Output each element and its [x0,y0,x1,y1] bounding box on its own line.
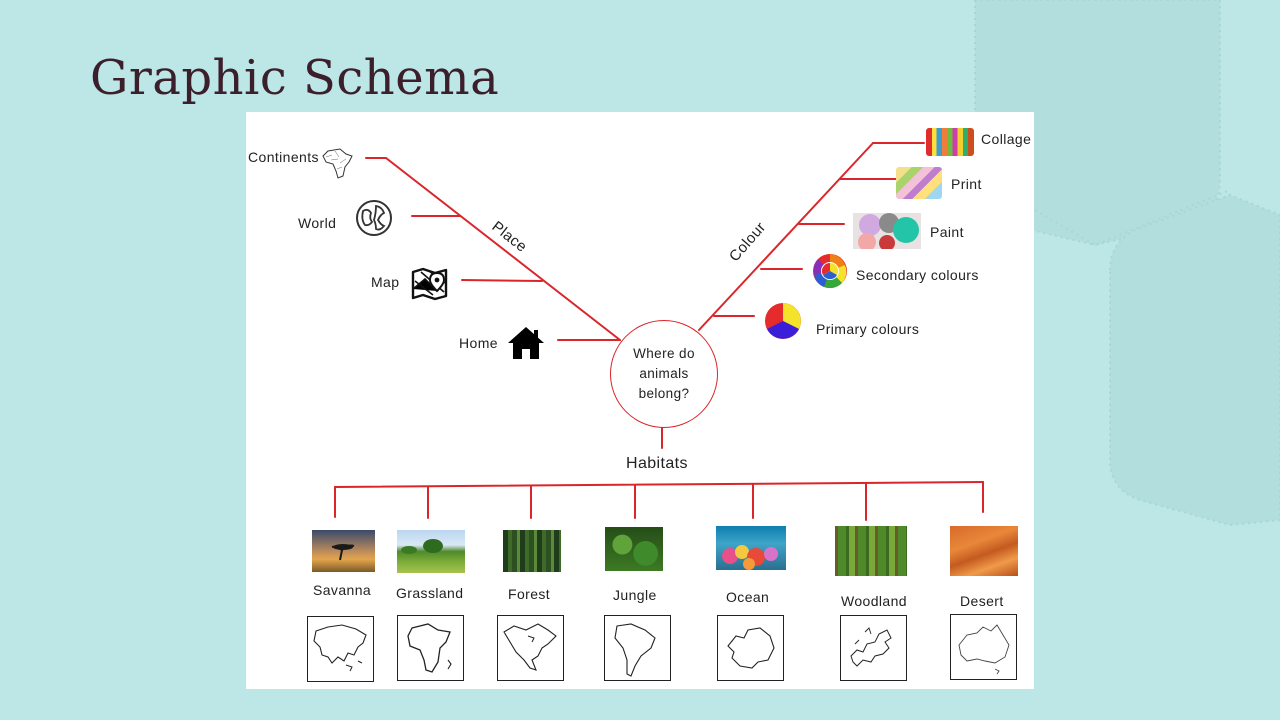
savanna-photo [312,530,375,572]
south-america-outline-box [604,615,671,681]
place-spine [385,157,621,341]
australia-outline [958,624,1010,675]
forest-label: Forest [508,586,551,602]
primary-colour-wheel-icon [765,303,801,339]
antarctica-outline-box [717,615,784,681]
secondary-colour-wheel-icon [813,254,847,289]
globe-icon [356,200,392,236]
savanna-label: Savanna [313,582,372,598]
forest-photo [503,530,561,572]
center-question-text: Where do animals belong? [633,346,695,401]
woodland-photo [835,526,907,576]
habitats-label: Habitats [626,455,688,472]
home-label: Home [459,335,498,351]
jungle-photo [605,527,663,571]
europe-outline-box [840,615,907,681]
paint-label: Paint [930,224,964,240]
ocean-label: Ocean [726,589,770,605]
desert-photo [950,526,1018,576]
print-label: Print [951,176,982,192]
desert-label: Desert [960,593,1004,609]
schema-lines [334,142,984,521]
grassland-label: Grassland [396,585,464,601]
asia-outline [313,624,367,672]
world-label: World [298,215,337,231]
europe-outline [850,627,892,667]
house-icon [508,327,544,359]
ocean-photo [716,526,786,570]
map-branch [461,279,543,282]
north-america-outline-box [497,615,564,681]
collage-image [926,128,974,156]
center-question: Where do animals belong? [610,320,718,428]
primary-colours-label: Primary colours [816,321,920,337]
schema-panel: Place Colour Continents World Map Home W… [246,112,1034,689]
grassland-photo [397,530,465,573]
africa-outline-box [397,615,464,681]
antarctica-outline [727,627,775,669]
south-america-outline [614,623,656,677]
africa-outline [407,623,452,673]
habitats-bar [334,481,984,488]
paint-pots-image [853,213,921,249]
north-america-outline [503,623,557,671]
africa-outline-icon [322,148,353,179]
folded-map-icon [411,267,448,301]
colour-spine [698,142,874,331]
woodland-label: Woodland [841,593,907,609]
asia-outline-box [307,616,374,682]
jungle-label: Jungle [613,587,657,603]
print-image [896,167,942,199]
collage-label: Collage [981,131,1032,147]
continents-label: Continents [248,149,319,165]
australia-outline-box [950,614,1017,680]
map-label: Map [371,274,400,290]
slide-title: Graphic Schema [90,50,500,106]
secondary-colours-label: Secondary colours [856,267,979,283]
